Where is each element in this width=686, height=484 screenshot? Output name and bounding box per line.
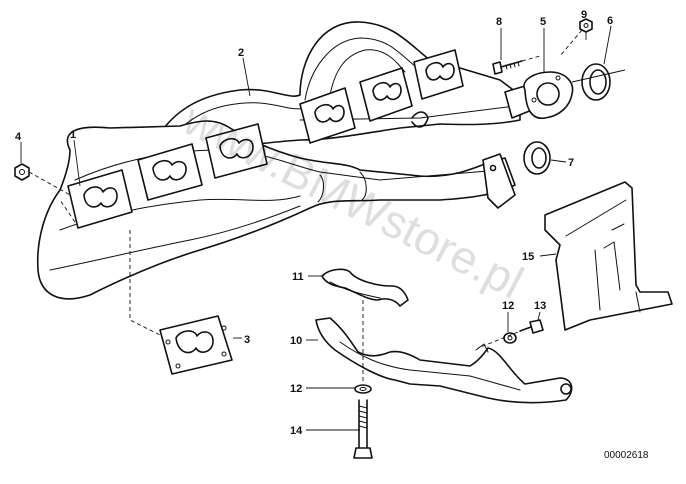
callout-9: 9 — [581, 9, 587, 21]
flange-part-5 — [523, 71, 574, 119]
washer-part-12-right — [503, 332, 517, 344]
bolt-part-14 — [353, 399, 373, 459]
nut-part-4 — [14, 163, 30, 181]
port-flange — [359, 67, 413, 122]
callout-4: 4 — [15, 131, 22, 143]
washer-part-12-lower — [354, 384, 372, 394]
bolt-part-13 — [519, 319, 544, 334]
bolt-dash-line — [521, 55, 541, 62]
port-flange — [205, 123, 268, 179]
callout-3: 3 — [244, 334, 250, 346]
port-flange — [299, 87, 356, 144]
callout-10: 10 — [290, 335, 302, 347]
ring-part-7 — [523, 141, 551, 175]
port-gasket — [159, 315, 233, 375]
callout-14: 14 — [290, 425, 303, 437]
front-port-flanges — [67, 123, 268, 229]
callout-15: 15 — [522, 251, 534, 263]
callout-6: 6 — [607, 15, 613, 27]
bracket-part-10 — [315, 317, 573, 404]
callouts: 1 2 3 4 5 6 7 8 9 10 11 12 12 13 14 15 — [15, 9, 613, 437]
callout-11: 11 — [292, 271, 304, 283]
port-flange — [413, 49, 464, 100]
bolt-dash-line — [477, 331, 519, 349]
callout-2: 2 — [238, 47, 244, 59]
nut-part-9 — [579, 18, 593, 33]
callout-5: 5 — [540, 16, 546, 28]
callout-13: 13 — [534, 300, 546, 312]
callout-1: 1 — [70, 129, 76, 141]
callout-12-right: 12 — [502, 300, 514, 312]
front-outlet-flange — [482, 153, 516, 209]
heat-shield-part-15 — [544, 181, 673, 331]
diagram-number: 00002618 — [604, 450, 649, 461]
gasket-dash-line — [129, 230, 163, 337]
ring-part-6 — [581, 63, 611, 101]
leader-lines — [20, 25, 612, 431]
port-flange — [67, 169, 133, 229]
clamp-part-11 — [321, 268, 409, 307]
callout-7: 7 — [568, 157, 574, 169]
gasket-dash-line — [59, 199, 76, 223]
nut-dash-line — [28, 171, 73, 197]
axis-line — [571, 69, 626, 83]
callout-8: 8 — [496, 16, 502, 28]
callout-12-lower: 12 — [290, 383, 302, 395]
rear-port-flanges — [299, 49, 464, 144]
port-flange — [137, 143, 203, 201]
nut-dash-line — [559, 29, 583, 57]
bolt-part-8 — [492, 60, 523, 75]
